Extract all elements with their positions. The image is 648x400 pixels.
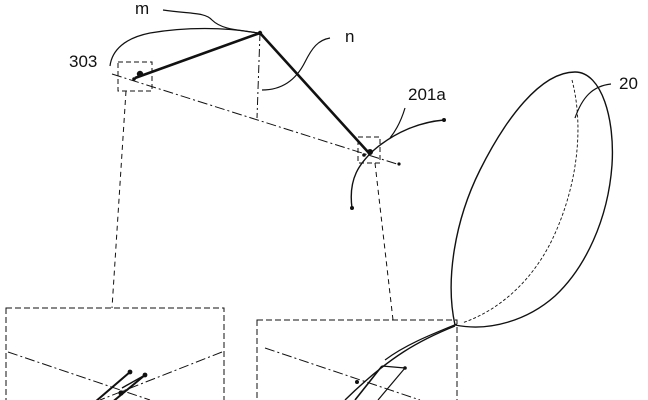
inset-303-bar-1 xyxy=(95,371,131,400)
inset-303-axis-b xyxy=(99,351,223,400)
inset-201a-dot-1 xyxy=(355,380,359,384)
shape-20 xyxy=(450,71,614,328)
label-m: m xyxy=(135,0,150,18)
inset-201a xyxy=(256,319,458,400)
label-303: 303 xyxy=(69,52,98,71)
node-apex xyxy=(257,30,263,36)
inset-201a-axis xyxy=(264,347,421,400)
node-201a xyxy=(367,149,373,155)
inset-303-axis-a xyxy=(7,351,151,400)
inset-201a-curve xyxy=(344,325,456,400)
inset-303-bar-3 xyxy=(121,374,146,389)
curve-201a xyxy=(350,119,445,209)
projection-201a-left xyxy=(374,162,394,321)
inset-303-dot-1 xyxy=(127,369,133,375)
curve-201a-end-top xyxy=(442,118,446,122)
inset-303 xyxy=(5,307,225,400)
axis-line xyxy=(111,73,401,166)
connector-20 xyxy=(384,323,458,361)
inset-201a-bar-1 xyxy=(354,365,383,400)
label-n: n xyxy=(345,27,355,46)
shape-20-hidden-edge xyxy=(461,79,579,324)
inset-201a-dot-2 xyxy=(403,366,407,370)
focus-box-303 xyxy=(117,61,153,92)
inset-303-dot-3 xyxy=(118,390,124,396)
node-303b xyxy=(132,77,136,81)
label-201a: 201a xyxy=(408,85,446,104)
node-axis-end xyxy=(397,162,401,166)
inset-201a-bar-3 xyxy=(381,365,406,369)
inset-201a-bar-2 xyxy=(377,367,406,400)
inset-303-bar-2 xyxy=(113,374,146,400)
leader-20 xyxy=(574,83,612,119)
leader-n xyxy=(261,37,331,91)
leader-201a xyxy=(389,107,406,139)
projection-line xyxy=(256,32,261,119)
curve-201a-end-bottom xyxy=(350,206,354,210)
focus-box-201a xyxy=(357,136,381,164)
node-201a-b xyxy=(362,153,366,157)
projection-303-left xyxy=(111,90,127,309)
leader-303 xyxy=(109,27,259,67)
segment-n xyxy=(259,32,369,153)
label-20: 20 xyxy=(619,74,638,93)
inset-303-dot-2 xyxy=(142,372,148,378)
node-303 xyxy=(136,70,144,78)
segment-m xyxy=(134,31,261,80)
